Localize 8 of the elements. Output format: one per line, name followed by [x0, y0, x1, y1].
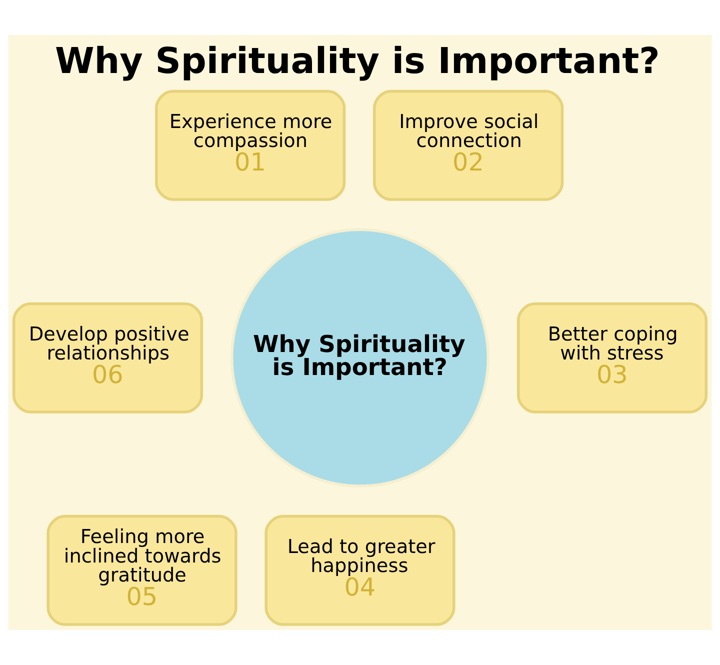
- node-circle: Why Spirituality is Important?: [230, 228, 490, 488]
- node-box: Feeling more inclined towards gratitude 05: [46, 514, 238, 626]
- node-box: Lead to greater happiness 04: [264, 514, 456, 626]
- node-box: Develop positive relationships 06: [12, 302, 204, 414]
- node-box: Improve social connection 02: [373, 90, 564, 201]
- node-box: Experience more compassion 01: [155, 90, 346, 201]
- node-box: Better coping with stress 03: [516, 302, 708, 414]
- diagram-title: Why Spirituality is Important?: [54, 41, 660, 82]
